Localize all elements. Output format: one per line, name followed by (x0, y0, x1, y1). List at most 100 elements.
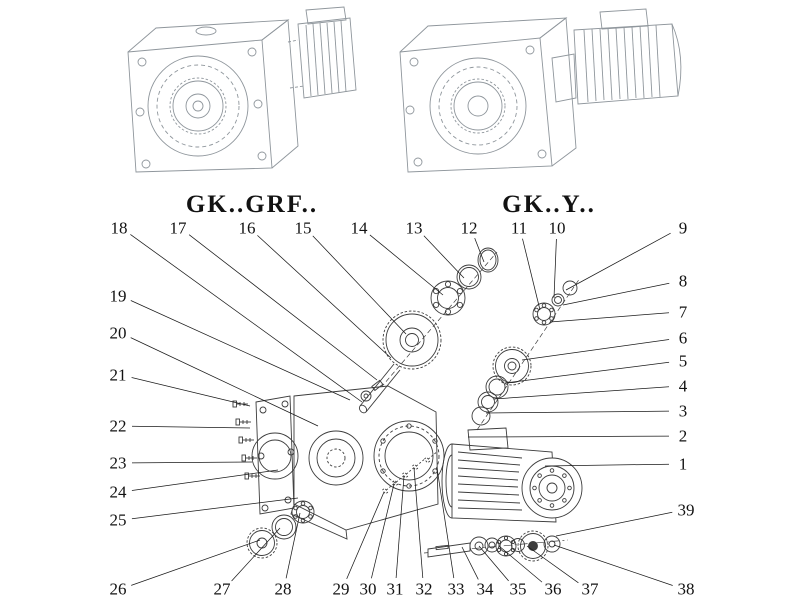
small-ring-outer (551, 293, 565, 307)
bearing-ball (300, 501, 306, 506)
flange-screws (232, 400, 260, 480)
bearing-ball (503, 535, 509, 541)
bearing-ball (549, 316, 554, 321)
leader-line-38 (553, 544, 673, 586)
fin (312, 23, 319, 96)
flange-bolt-hole (380, 438, 386, 444)
ring-inner (481, 395, 495, 409)
leader-line-18 (130, 234, 363, 403)
callout-27: 27 (213, 579, 231, 599)
motor-fin (583, 29, 589, 103)
leader-line-3 (485, 410, 670, 414)
callout-7: 7 (678, 302, 688, 322)
leader-line-15 (312, 235, 407, 335)
callout-24: 24 (109, 482, 127, 502)
pinion-gear-hub (528, 541, 538, 551)
o-ring-inner (479, 249, 497, 271)
front-bore-hidden (326, 448, 346, 468)
leader-line-24 (131, 469, 279, 491)
retaining-ring (562, 280, 578, 296)
seal-ring-outer (271, 514, 297, 540)
motor-flange-inner (384, 431, 434, 481)
pinion-gear-teeth (517, 530, 549, 562)
washer-outer (469, 536, 489, 556)
shaft-edge (359, 363, 395, 407)
leader-line-30 (371, 483, 395, 579)
callout-13: 13 (405, 218, 423, 238)
bolt (423, 452, 437, 464)
callout-4: 4 (678, 376, 688, 396)
bolt-hole (409, 57, 419, 67)
bearing-ball (456, 288, 463, 295)
leader-line-36 (498, 545, 543, 583)
adapter-cap-top (305, 6, 347, 25)
flange-bolt-hole (406, 483, 412, 489)
spacer-inner (488, 541, 496, 549)
pinion-bearing-inner (537, 307, 551, 321)
terminal-box (467, 427, 509, 451)
end-washer-outer (543, 535, 561, 553)
bolt-hole (137, 57, 147, 67)
motor-fin (457, 475, 519, 481)
front-bore (308, 430, 364, 486)
gear-bore (192, 100, 204, 112)
bearing-ball (541, 303, 547, 308)
motor-fin (599, 28, 605, 101)
plate-bolt-hole (257, 452, 265, 460)
bearing-ball (433, 301, 440, 308)
bearing-ball (300, 518, 306, 523)
input-gear-hub (504, 358, 520, 374)
motor-flange-bore (373, 420, 445, 492)
fan-vent (549, 503, 555, 508)
leader-line-37 (526, 545, 579, 584)
bearing-ball (444, 308, 452, 315)
spacer-ring (511, 538, 525, 552)
motor-fin (457, 467, 520, 473)
callout-38: 38 (677, 579, 695, 599)
input-gear-teeth (492, 346, 532, 386)
leader-line-10 (553, 238, 557, 299)
gear-hub (185, 93, 211, 119)
bolt-hole (253, 99, 263, 109)
callout-32: 32 (415, 579, 433, 599)
leader-line-21 (131, 377, 251, 407)
bolt-hole (141, 159, 151, 169)
bearing-ball (541, 320, 547, 325)
plate-bore-inner (258, 439, 292, 473)
callout-12: 12 (460, 218, 478, 238)
worm-gear-teeth (246, 527, 278, 559)
motor-fin (591, 28, 597, 102)
oil-plug (360, 390, 372, 402)
bolt-hole (405, 105, 415, 115)
top-boss (195, 26, 217, 36)
leader-line-31 (395, 475, 405, 579)
bolt-hole (247, 47, 257, 57)
leader-line-23 (131, 461, 253, 464)
plate-bolt-hole (281, 400, 289, 408)
gear-rim (172, 80, 224, 132)
callout-37: 37 (581, 579, 599, 599)
flange-bolt-hole (380, 468, 386, 474)
callout-10: 10 (548, 218, 566, 238)
o-ring (471, 406, 491, 426)
gearbox-y-drawing (399, 8, 682, 173)
callout-35: 35 (509, 579, 527, 599)
gear-window-dashed (438, 66, 518, 146)
motor-adapter (551, 53, 577, 103)
main-gear-bore (405, 333, 419, 347)
main-gear-web (399, 327, 425, 353)
end-washer-inner (548, 540, 556, 548)
bolt-hole (525, 45, 535, 55)
front-bore-inner (316, 438, 356, 478)
bearing-outer (430, 280, 466, 316)
motor-fin (623, 26, 629, 100)
leader-line-32 (413, 467, 424, 579)
callout-29: 29 (332, 579, 350, 599)
leader-line-27 (231, 527, 281, 582)
spacer-outer (484, 537, 500, 553)
motor-fin (457, 507, 523, 511)
screw (238, 436, 254, 444)
callout-2: 2 (678, 426, 688, 446)
